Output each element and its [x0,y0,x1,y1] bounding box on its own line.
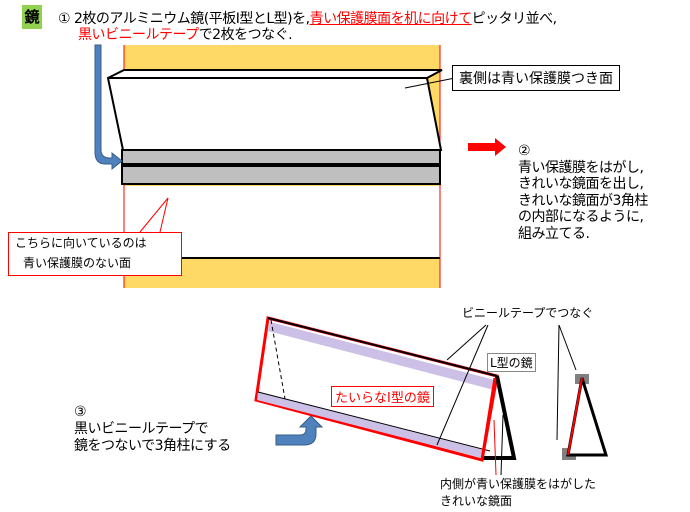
step2-line: 組み立てる. [518,225,590,242]
step3-line: 黒いビニールテープで [74,421,209,437]
callout-pointer [139,197,169,233]
step1-text-c: ピッタリ並べ, [471,11,557,27]
step2-line: きれいな鏡面を出し, [518,176,644,192]
front-callout-line1: こちらに向いているのは [15,236,147,250]
step1-text-a: ① 2枚のアルミニウム鏡(平板I型とL型)を, [58,11,310,27]
step1-text-b: 青い保護膜面を机に向けて [309,11,473,27]
red-arrow-icon [468,138,506,156]
step1-text-d: 黒いビニールテープ [78,27,199,43]
blue-arrow-top [94,44,123,171]
mirror-badge: 鏡 [22,5,42,29]
back-side-label: 裏側は青い保護膜つき面 [452,65,620,91]
front-callout: こちらに向いているのは 青い保護膜のない面 [8,232,182,276]
inner-label-line1: 内側が青い保護膜をはがした [440,477,597,491]
step2-num: ② [518,143,531,159]
step3-text: ③ 黒いビニールテープで 鏡をつないで3角柱にする [74,404,231,455]
tape-label: ビニールテープでつなぐ [462,306,594,320]
step3-line: 鏡をつないで3角柱にする [74,438,231,454]
step2-text: ② 青い保護膜をはがし, きれいな鏡面を出し, きれいな鏡面が3角柱 の内部にな… [518,143,648,242]
inner-surface-label: 内側が青い保護膜をはがした きれいな鏡面 [440,476,596,510]
film-strip-bottom [257,392,483,458]
film-strip-top [268,322,495,390]
step2-line: きれいな鏡面が3角柱 [518,192,648,209]
front-callout-line2: 青い保護膜のない面 [23,256,132,270]
step2-line: の内部になるように, [518,209,644,225]
step1-line2: 黒いビニールテープで2枚をつなぐ. [78,24,293,44]
triangle-prism-side [566,377,609,457]
step2-line: 青い保護膜をはがし, [518,159,644,176]
l-mirror-label: L型の鏡 [487,353,536,372]
step1-text-e: で2枚をつなぐ. [198,27,293,43]
blue-arrow-bottom [275,415,324,446]
i-mirror-label: たいらなI型の鏡 [331,386,434,407]
mirror-l-upper [106,69,443,151]
l-mirror [483,375,517,460]
step3-num: ③ [74,404,87,420]
tape-strip-2 [121,165,441,185]
tape-strip-1 [121,149,441,165]
inner-label-line2: きれいな鏡面 [440,494,513,508]
step1-line1: ① 2枚のアルミニウム鏡(平板I型とL型)を,青い保護膜面を机に向けてピッタリ並… [58,8,557,28]
